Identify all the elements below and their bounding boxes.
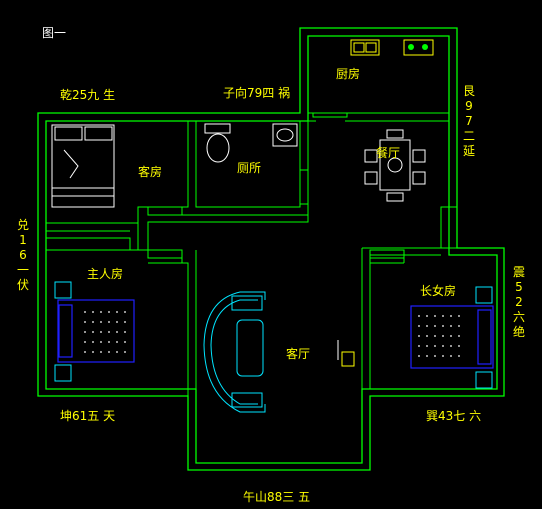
direction-label-east: 震 52 六 绝 bbox=[512, 265, 525, 339]
sofa-icon bbox=[203, 291, 266, 413]
toilet-icon bbox=[204, 123, 231, 163]
figure-title: 图一 bbox=[42, 26, 67, 40]
dining-table-icon bbox=[364, 129, 426, 202]
direction-label-north: 子向79四 祸 bbox=[223, 86, 291, 100]
windows bbox=[147, 112, 458, 259]
room-label-guest-room: 客房 bbox=[138, 165, 163, 179]
master-bed-icon bbox=[54, 281, 135, 382]
room-label-eldest-daughter-room: 长女房 bbox=[420, 284, 457, 298]
wash-basin-icon bbox=[272, 123, 298, 147]
room-label-dining: 餐厅 bbox=[376, 146, 401, 160]
daughter-bed-icon bbox=[410, 286, 494, 389]
room-label-living-room: 客厅 bbox=[286, 347, 311, 361]
direction-label-northwest: 乾25九 生 bbox=[60, 88, 116, 102]
direction-label-northeast: 艮 97 二 延 bbox=[462, 84, 475, 158]
kitchen-sink-icon bbox=[350, 39, 380, 56]
direction-label-west: 兑 16 一 伏 bbox=[16, 218, 29, 292]
tv-cabinet-icon bbox=[337, 340, 355, 367]
direction-label-south: 午山88三 五 bbox=[243, 490, 311, 504]
room-label-master-bedroom: 主人房 bbox=[87, 267, 124, 281]
guest-bed-icon bbox=[51, 124, 115, 208]
stove-icon bbox=[403, 39, 434, 56]
direction-label-southeast: 巽43七 六 bbox=[426, 409, 482, 423]
direction-label-southwest: 坤61五 天 bbox=[60, 409, 116, 423]
room-label-kitchen: 厨房 bbox=[336, 67, 361, 81]
room-label-toilet: 厕所 bbox=[237, 161, 262, 175]
